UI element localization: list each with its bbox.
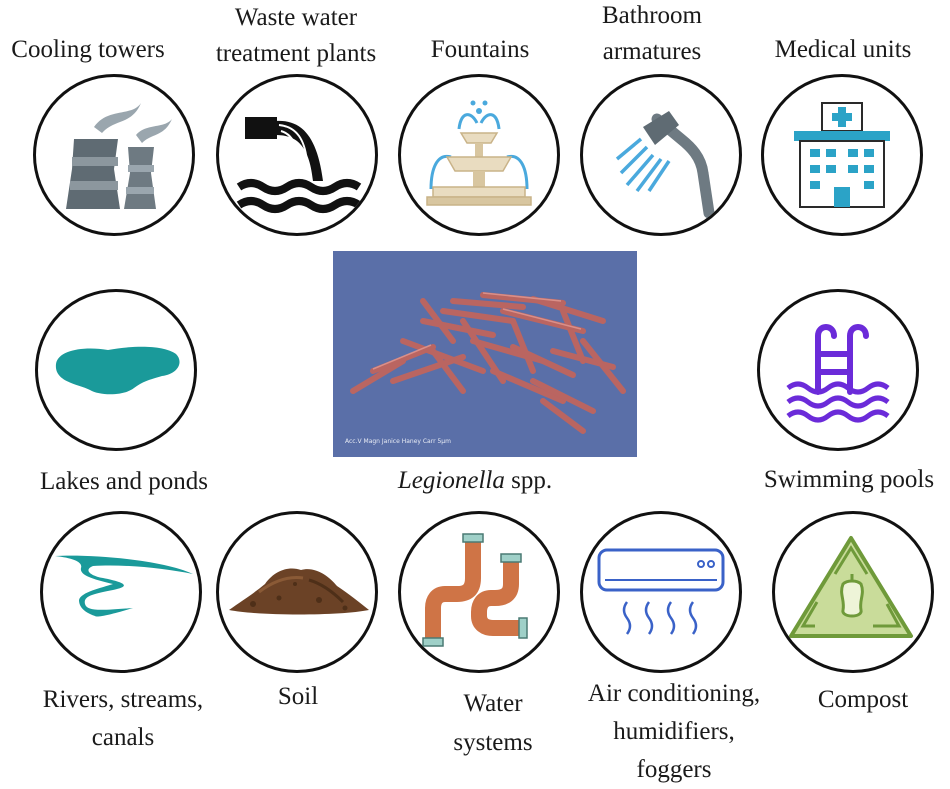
label-air-cond-line3: foggers: [636, 756, 712, 783]
label-rivers-line2: canals: [91, 724, 155, 751]
label-waste-water-line1: Waste water: [234, 4, 358, 31]
label-air-cond-line1: Air conditioning,: [587, 680, 761, 707]
hospital-icon: [794, 102, 890, 208]
circle-soil: [216, 511, 378, 673]
circle-fountains: [398, 74, 560, 236]
micrograph-caption: Acc.V Magn Janice Haney Carr 5µm: [345, 438, 451, 445]
circle-lakes-and-ponds: [35, 289, 197, 451]
label-water-systems-line2: systems: [453, 729, 533, 756]
circle-air-conditioning: [580, 511, 742, 673]
compost-recycle-icon: [789, 536, 913, 638]
fountain-icon: [426, 100, 532, 206]
circle-cooling-towers: [33, 74, 195, 236]
circle-rivers: [40, 511, 202, 673]
label-bathroom-line1: Bathroom: [602, 2, 702, 29]
circle-water-systems: [398, 511, 560, 673]
label-medical-units: Medical units: [774, 36, 912, 63]
label-rivers-line1: Rivers, streams,: [42, 686, 204, 713]
cooling-tower-icon: [66, 103, 172, 209]
legionella-label: Legionella spp.: [0, 465, 950, 496]
circle-swimming-pools: [757, 289, 919, 451]
air-conditioner-icon: [597, 548, 725, 635]
label-compost: Compost: [817, 686, 909, 713]
circle-bathroom: [580, 74, 742, 236]
pool-ladder-icon: [786, 324, 890, 423]
label-water-systems-line1: Water: [463, 690, 523, 717]
label-bathroom-line2: armatures: [602, 38, 702, 65]
pipes-icon: [422, 533, 528, 647]
pond-icon: [55, 346, 180, 395]
label-swimming-pools: Swimming pools: [763, 466, 935, 493]
shower-head-icon: [615, 111, 715, 219]
circle-medical-units: [761, 74, 923, 236]
label-lakes-and-ponds: Lakes and ponds: [39, 468, 209, 495]
soil-pile-icon: [229, 568, 369, 615]
legionella-suffix: spp.: [504, 467, 553, 494]
river-icon: [55, 555, 193, 617]
label-cooling-towers: Cooling towers: [11, 36, 165, 63]
legionella-micrograph: Acc.V Magn Janice Haney Carr 5µm: [333, 251, 637, 457]
label-soil: Soil: [277, 683, 319, 710]
circle-waste-water: [216, 74, 378, 236]
legionella-genus: Legionella: [397, 467, 505, 494]
label-fountains: Fountains: [430, 36, 530, 63]
label-air-cond-line2: humidifiers,: [613, 718, 735, 745]
waste-pipe-icon: [236, 117, 362, 213]
label-waste-water-line2: treatment plants: [215, 40, 377, 67]
circle-compost: [772, 511, 934, 673]
